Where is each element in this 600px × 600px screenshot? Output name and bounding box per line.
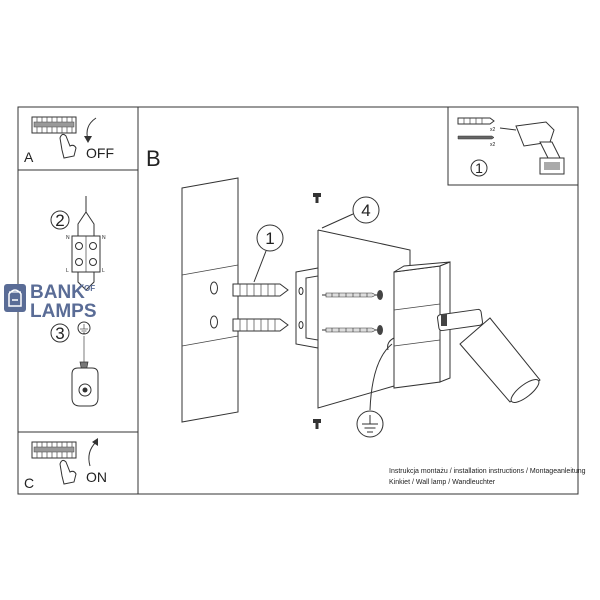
switchboard-on-icon: [31, 441, 77, 485]
caption-line1: Instrukcja montażu / installation instru…: [389, 468, 586, 475]
mounting-plane-outline: [317, 229, 411, 272]
ground-symbol-icon: [77, 321, 91, 335]
callout-ground-circle: [50, 323, 70, 343]
terminal-l-left: L: [66, 268, 69, 274]
callout-wires-number: 2: [55, 211, 64, 230]
logo-of: OF: [84, 284, 95, 293]
ground-step: 3: [50, 321, 99, 407]
terminal-n-right: N: [102, 235, 106, 241]
svg-text:x2: x2: [490, 142, 496, 148]
bracket-screw-bottom: [322, 325, 383, 335]
logo-line2: LAMPS: [30, 301, 97, 322]
lamp-spot-head: [436, 308, 541, 403]
terminal-l-right: L: [102, 268, 105, 274]
ground-wire: [369, 343, 393, 411]
panel-a-action-label: OFF: [86, 145, 114, 161]
set-screw-bottom-icon: [313, 419, 321, 429]
switchboard-off-icon: [31, 116, 77, 159]
panel-c-letter: C: [24, 475, 34, 491]
lamp-wires: [77, 272, 95, 291]
callout-dowel-circle: [256, 224, 284, 252]
callout-tools-number: 1: [475, 160, 483, 176]
logo-line1: BANK: [30, 282, 85, 303]
bank-of-lamps-logo: BANK OF LAMPS: [4, 282, 97, 322]
wall-plug-top: [232, 283, 289, 297]
terminal-n-left: N: [66, 235, 70, 241]
callout-dowel-leader: [253, 250, 267, 283]
callout-bracket-leader: [321, 213, 354, 229]
callout-wires-circle: [50, 210, 70, 230]
svg-text:x2: x2: [490, 127, 496, 133]
callout-tools-circle: [470, 159, 488, 177]
panel-a: A OFF: [24, 116, 114, 165]
arrow-up-icon: [88, 441, 97, 467]
lamp-logo-icon: [8, 289, 22, 307]
panel-c: C ON: [24, 438, 107, 491]
wall-hole-bottom: [210, 315, 218, 329]
callout-bracket-number: 4: [361, 201, 370, 220]
drill-icon: [499, 121, 565, 175]
lamp-body: [387, 261, 451, 389]
wiring-step: 2 N N L L: [50, 196, 106, 291]
bracket-screw-top: [322, 290, 383, 300]
callout-ground-number: 3: [55, 324, 64, 343]
callout-dowel-number: 1: [265, 229, 274, 248]
supply-wires: [77, 196, 95, 236]
tools-inset: x2 x2 1: [457, 117, 565, 177]
mounting-bracket: [295, 267, 319, 349]
arrow-down-head-icon: [84, 136, 92, 143]
arrow-up-head-icon: [92, 438, 98, 446]
wall-plug-tools-icon: x2 x2: [457, 117, 496, 148]
set-screw-top-icon: [313, 193, 321, 203]
wall-plug-bottom: [232, 318, 289, 332]
caption-line2: Kinkiet / Wall lamp / Wandleuchter: [389, 479, 496, 486]
panel-c-action-label: ON: [86, 469, 107, 485]
mounting-plane-outline-lower: [317, 230, 395, 409]
wall-slab: [181, 177, 239, 423]
callout-bracket-circle: [352, 196, 380, 224]
ground-symbol-callout-icon: [356, 410, 384, 438]
tools-inset-box: [447, 106, 579, 186]
panel-b-letter: B: [146, 146, 161, 171]
panel-a-letter: A: [24, 149, 34, 165]
wall-hole-top: [210, 281, 218, 295]
